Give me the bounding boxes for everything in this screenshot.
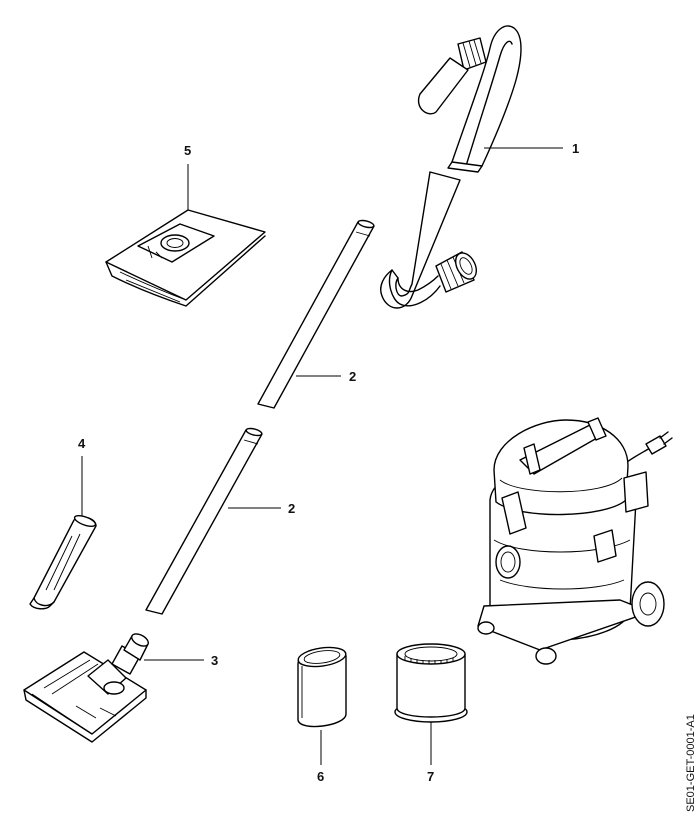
floor-nozzle (23, 633, 149, 743)
crevice-nozzle (29, 514, 97, 610)
vacuum-cleaner (477, 417, 673, 665)
extension-tube-lower (145, 427, 263, 615)
flat-filter (297, 646, 347, 728)
callout-2b: 2 (288, 501, 295, 516)
callout-5: 5 (184, 143, 191, 158)
callout-2a: 2 (349, 369, 356, 384)
document-id: SE01-GET-0001-A1 (685, 714, 697, 812)
callout-6: 6 (317, 769, 324, 784)
suction-hose (380, 25, 522, 309)
callout-7: 7 (427, 769, 434, 784)
cartridge-filter (394, 643, 468, 723)
filter-bag (105, 209, 266, 307)
callout-3: 3 (211, 653, 218, 668)
callout-1: 1 (572, 141, 579, 156)
extension-tube-upper (257, 219, 375, 409)
callout-4: 4 (78, 436, 86, 451)
